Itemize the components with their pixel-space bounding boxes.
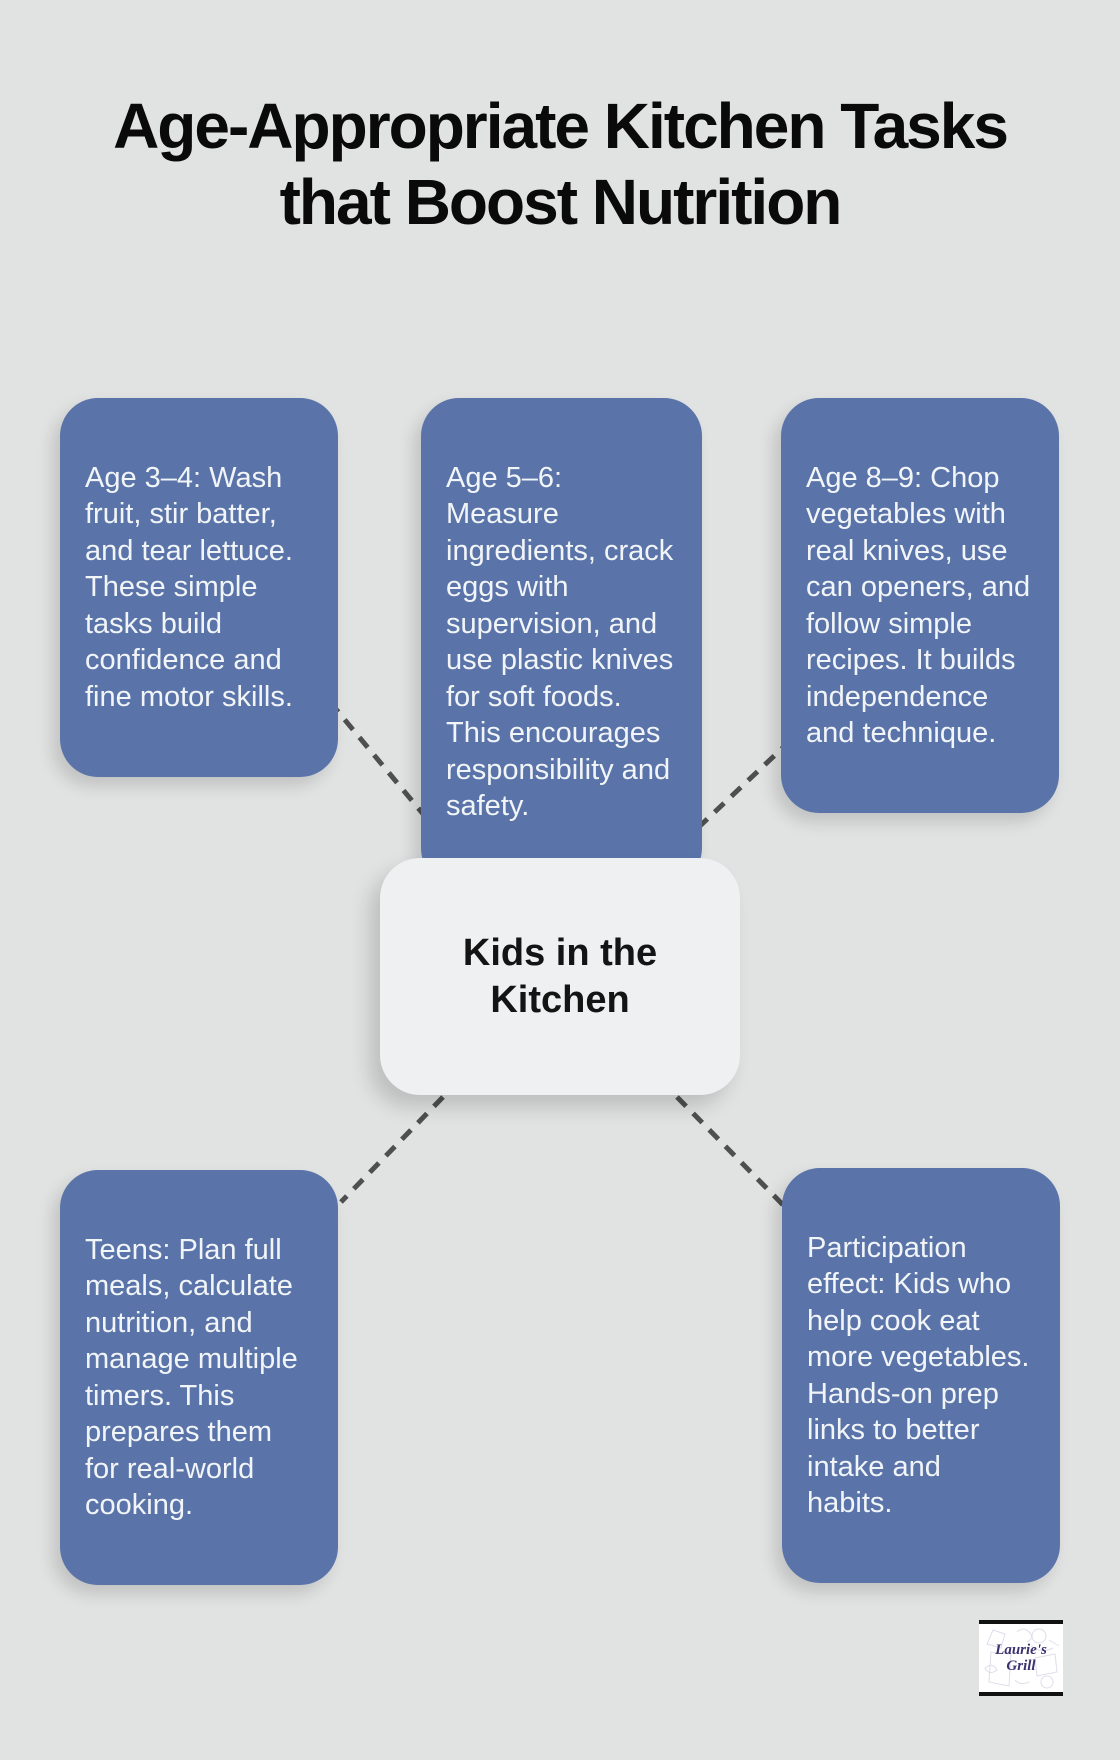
node-age-8-9-text: Age 8–9: Chop vegetables with real knive… xyxy=(806,461,1031,750)
page-title: Age-Appropriate Kitchen Tasks that Boost… xyxy=(0,88,1120,240)
node-age-5-6: Age 5–6: Measure ingredients, crack eggs… xyxy=(421,398,702,886)
logo-doodle-art xyxy=(984,1628,1060,1689)
node-age-8-9: Age 8–9: Chop vegetables with real knive… xyxy=(781,398,1059,813)
logo-text-line-1: Laurie's xyxy=(995,1642,1047,1658)
node-participation-effect: Participation effect: Kids who help cook… xyxy=(782,1168,1060,1583)
node-age-5-6-text: Age 5–6: Measure ingredients, crack eggs… xyxy=(446,461,674,823)
node-age-3-4-text: Age 3–4: Wash fruit, stir batter, and te… xyxy=(85,461,293,713)
node-teens-text: Teens: Plan full meals, calculate nutrit… xyxy=(85,1233,298,1522)
page-title-line-2: that Boost Nutrition xyxy=(279,166,843,239)
page-title-line-1: Age-Appropriate Kitchen Tasks xyxy=(113,90,1009,162)
logo-text-line-2: Grill xyxy=(1006,1658,1036,1674)
connector-teens xyxy=(339,1095,445,1204)
center-node-label: Kids in the Kitchen xyxy=(462,931,658,1021)
logo-text: Laurie's Grill xyxy=(995,1642,1047,1674)
node-teens: Teens: Plan full meals, calculate nutrit… xyxy=(60,1170,338,1585)
lauries-grill-logo: Laurie's Grill xyxy=(979,1620,1063,1696)
node-participation-effect-text: Participation effect: Kids who help cook… xyxy=(807,1231,1030,1520)
node-age-3-4: Age 3–4: Wash fruit, stir batter, and te… xyxy=(60,398,338,777)
connector-participation xyxy=(675,1095,792,1214)
center-node: Kids in the Kitchen xyxy=(380,858,740,1095)
